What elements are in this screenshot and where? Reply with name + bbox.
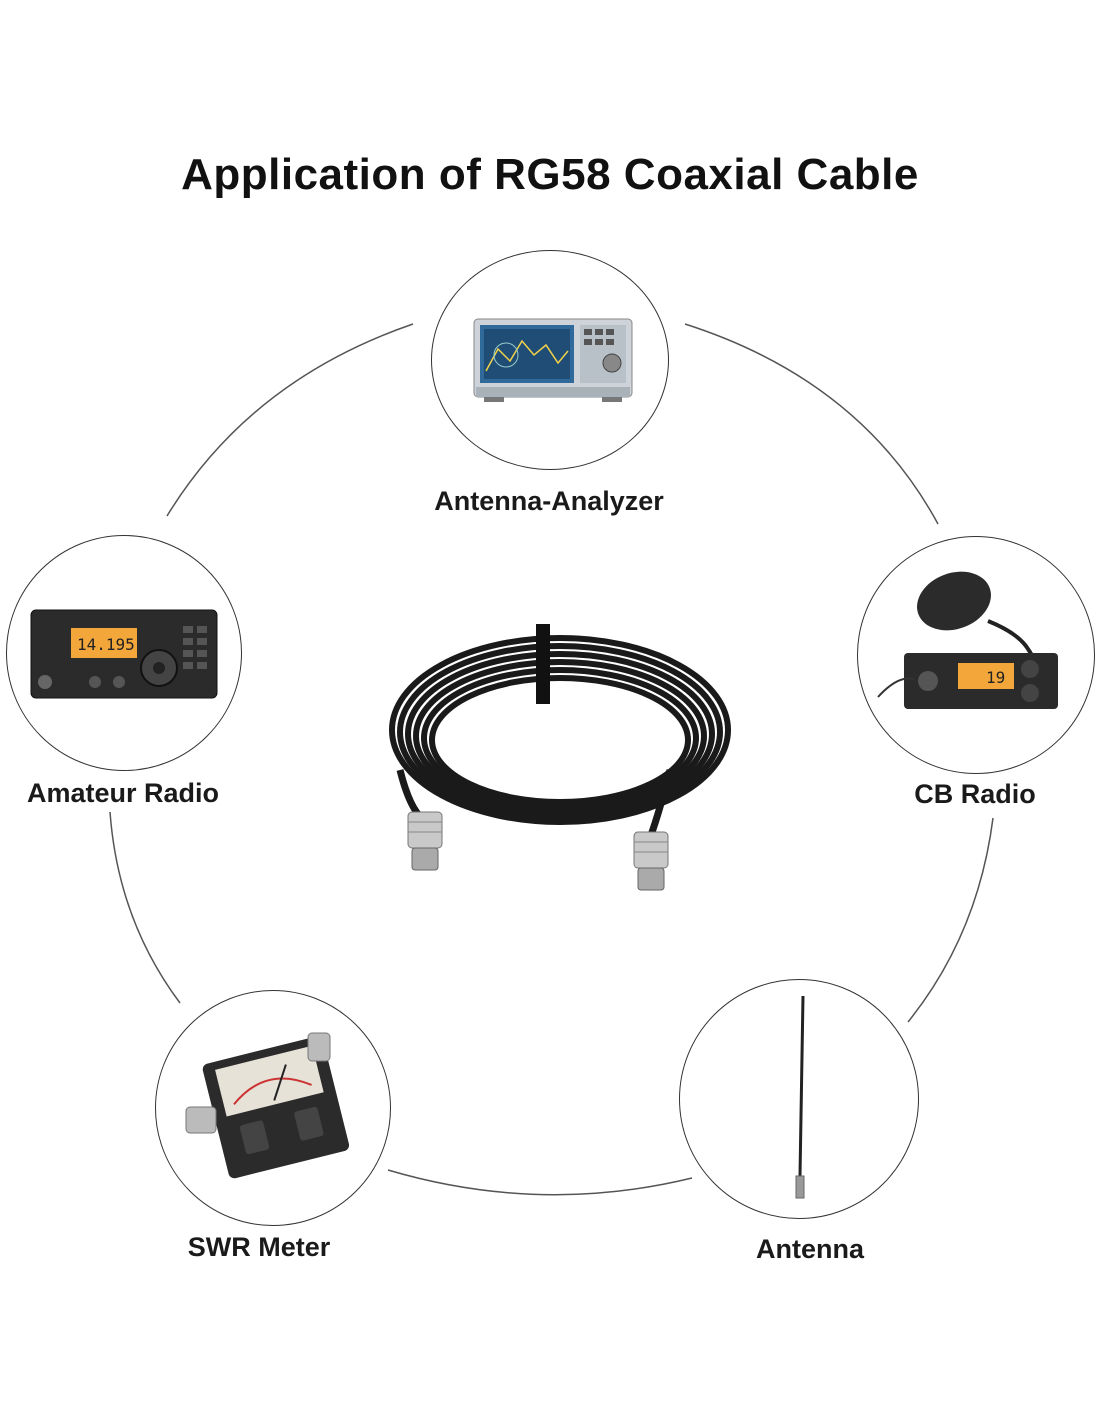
- cb-radio-label: CB Radio: [914, 779, 1036, 809]
- cb-radio-icon: 19: [877, 571, 1058, 709]
- cable-illustration: [360, 620, 760, 900]
- antenna-label: Antenna: [756, 1234, 864, 1264]
- amateur-radio-label: Amateur Radio: [26, 778, 220, 808]
- arc-swr-antenna: [387, 1169, 693, 1196]
- page-title: Application of RG58 Coaxial Cable: [181, 150, 919, 199]
- arc-analyzer-amateur: [166, 323, 414, 517]
- antenna-icon: [795, 995, 805, 1199]
- analyzer-circle: [431, 250, 669, 470]
- coaxial-cable-icon: [389, 624, 731, 891]
- swr-circle: [155, 990, 391, 1226]
- amateur-radio-icon: 14.195: [30, 609, 218, 699]
- cb-circle: 19: [857, 536, 1095, 774]
- arc-amateur-swr: [109, 811, 181, 1004]
- svg-text:19: 19: [986, 668, 1005, 687]
- swr-meter-icon: [185, 1032, 350, 1179]
- antenna-circle: [679, 979, 919, 1219]
- antenna-analyzer-icon: [473, 318, 633, 402]
- arc-cb-antenna: [907, 817, 994, 1023]
- svg-text:14.195: 14.195: [77, 635, 135, 654]
- antenna-analyzer-label: Antenna-Analyzer: [434, 486, 664, 516]
- arc-analyzer-cb: [684, 323, 939, 525]
- amateur-circle: 14.195: [6, 535, 242, 771]
- swr-meter-label: SWR Meter: [187, 1232, 331, 1262]
